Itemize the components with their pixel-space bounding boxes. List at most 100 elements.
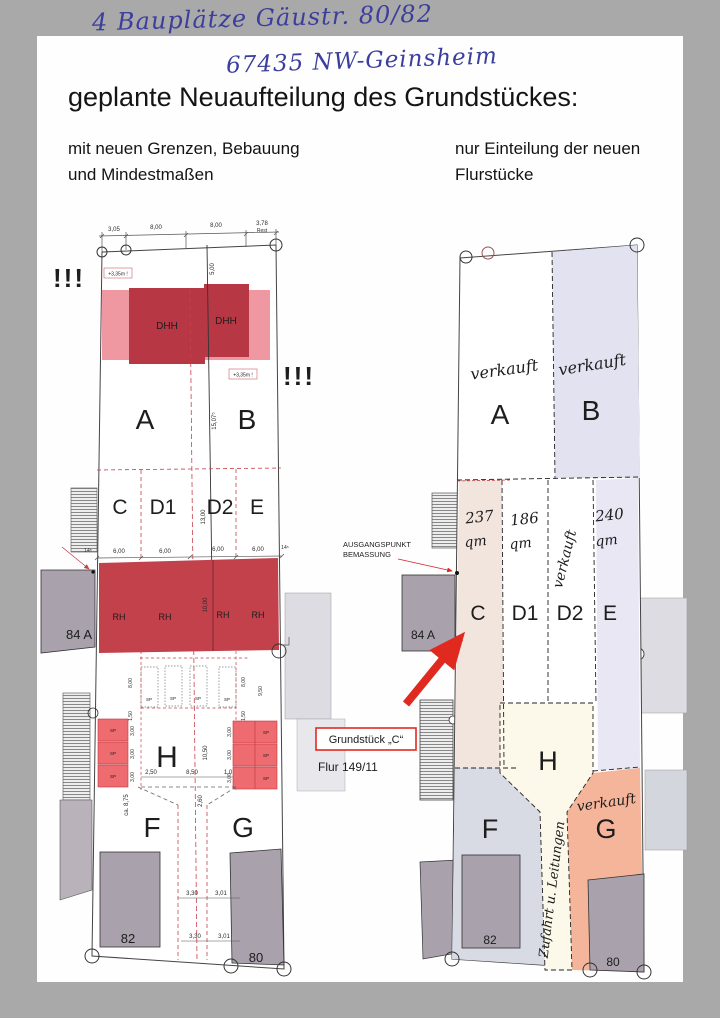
survey-point-icon	[481, 246, 495, 260]
warning-exclamation: !!!	[53, 263, 85, 293]
left-plan-svg: 3,05 8,00 8,00 3,78 Rest DHH DHH +3,35m …	[40, 221, 346, 977]
svg-text:SP: SP	[110, 751, 116, 756]
neighbour-building-bottom	[419, 859, 458, 960]
strip-dividers-dashed	[140, 469, 237, 558]
parcel-a-label: A	[136, 404, 155, 435]
parcel-d2-label: D2	[557, 602, 584, 625]
right-neighbour-structures	[401, 492, 688, 960]
survey-point-icon	[96, 238, 283, 258]
dim-3-00: 3,00	[227, 750, 233, 760]
dim-15-07: 15,07⁵	[211, 412, 218, 430]
dim-3-78: 3,78	[256, 221, 268, 227]
building-80	[587, 873, 645, 973]
rh-label: RH	[252, 610, 265, 620]
parcel-e-tint	[596, 478, 640, 770]
parcel-e-label: E	[250, 496, 264, 519]
dim-8-00-v: 8,00	[241, 677, 247, 687]
handwritten-street-note: 4 Bauplätze Gäustr. 80/82	[91, 0, 434, 37]
left-neighbour-structures	[40, 487, 346, 901]
dim-5-00: 5,00	[210, 263, 216, 275]
parcel-c-label: C	[470, 602, 485, 625]
parcel-b-tint	[552, 245, 640, 478]
parcel-a-label: A	[491, 399, 510, 430]
dhh-label: DHH	[156, 321, 178, 332]
parcel-g-label: G	[232, 812, 254, 843]
dim-10-00: 10,00	[203, 597, 209, 613]
svg-text:SP: SP	[110, 774, 116, 779]
dim-13-00: 13,00	[201, 509, 207, 525]
svg-text:BEMASSUNG: BEMASSUNG	[343, 550, 391, 559]
grundstueck-c-arrow	[402, 631, 466, 707]
svg-text:SP: SP	[263, 776, 269, 781]
parcel-e-label: E	[603, 602, 617, 625]
subtitle-left-line1: mit neuen Grenzen, Bebauung	[68, 139, 300, 158]
dim-8-00: 8,00	[210, 223, 222, 229]
dim-6-00: 6,00	[212, 547, 224, 553]
dashed-boundaries	[455, 251, 641, 772]
svg-text:186: 186	[509, 509, 540, 530]
top-dimension-chain	[98, 229, 280, 252]
svg-text:Grundstück „C“: Grundstück „C“	[329, 734, 404, 746]
building-80-label: 80	[249, 950, 263, 965]
grundstueck-c-callout: Grundstück „C“ Flur 149/11	[315, 727, 417, 774]
dim-2-50: 2,50	[145, 770, 157, 776]
datum-point	[455, 571, 459, 575]
dim-3-30: 3,30	[186, 891, 198, 897]
sp-label: SP	[224, 697, 230, 702]
page-title: geplante Neuaufteilung des Grundstückes:	[68, 82, 579, 112]
dim-8-00: 8,00	[150, 225, 162, 231]
parcel-b-label: B	[238, 404, 257, 435]
survey-point-icon	[271, 643, 287, 659]
neighbour-wedge	[59, 799, 93, 901]
parcel-h-label: H	[156, 741, 178, 774]
dim-ca-8-75: ca. 8,75	[124, 794, 130, 816]
dim-rest: Rest	[257, 228, 268, 234]
dim-9-50: 9,50	[258, 686, 264, 696]
dim-6-00: 6,00	[252, 547, 264, 553]
svg-text:237: 237	[463, 507, 495, 528]
dim-6-00: 6,00	[113, 549, 125, 555]
parcel-f-label: F	[143, 812, 160, 843]
svg-text:SP: SP	[263, 753, 269, 758]
dim-3-00: 3,00	[227, 773, 233, 783]
building-84a-label: 84 A	[411, 628, 435, 642]
subtitle-left: mit neuen Grenzen, Bebauung und Mindestm…	[68, 136, 300, 187]
parcel-d2-label: D2	[207, 496, 234, 519]
neighbour-building-right	[284, 592, 332, 720]
plus335-note-left: +3,35m !	[103, 267, 133, 279]
stairs-hatch-icon	[431, 492, 459, 549]
dim-8-50: 8,50	[186, 770, 198, 776]
building-82	[99, 851, 161, 948]
svg-text:SP: SP	[110, 728, 116, 733]
parcel-c-tint	[455, 480, 504, 768]
parcel-d1-label: D1	[512, 602, 539, 625]
dim-3-01: 3,01	[215, 891, 227, 897]
dim-10-50: 10,50	[203, 745, 209, 761]
six-metre-dim-line	[94, 553, 285, 561]
dim-1-50: 1,50	[128, 711, 134, 721]
rh-label: RH	[159, 612, 172, 622]
dim-3-01: 3,01	[218, 934, 230, 940]
dhh-house-right	[204, 284, 249, 357]
dim-3-00: 3,00	[227, 727, 233, 737]
red-dashed-segment	[456, 479, 511, 482]
dhh-house-left	[129, 288, 205, 364]
stairs-hatch-icon	[70, 487, 98, 553]
right-plan-svg: verkauft verkauft A B 237 qm 186 qm verk…	[315, 237, 688, 980]
sp-label: SP	[170, 696, 176, 701]
dim-3-00: 3,00	[130, 726, 136, 736]
svg-text:+3,35m !: +3,35m !	[233, 373, 253, 379]
svg-text:+3,35m !: +3,35m !	[108, 272, 128, 278]
building-80-label: 80	[606, 955, 620, 969]
dhh-label: DHH	[215, 316, 237, 327]
building-84a	[40, 569, 96, 654]
dim-3-00: 3,00	[130, 749, 136, 759]
dim-8-00-v: 8,00	[128, 678, 134, 688]
dim-14-5: 14⁵	[281, 545, 289, 551]
dim-3-30: 3,30	[189, 934, 201, 940]
dim-6-00: 6,00	[159, 549, 171, 555]
subtitle-right: nur Einteilung der neuen Flurstücke	[455, 136, 640, 187]
svg-text:AUSGANGSPUNKT: AUSGANGSPUNKT	[343, 540, 411, 549]
survey-point-icon	[87, 707, 99, 719]
survey-point-icon	[84, 948, 292, 977]
